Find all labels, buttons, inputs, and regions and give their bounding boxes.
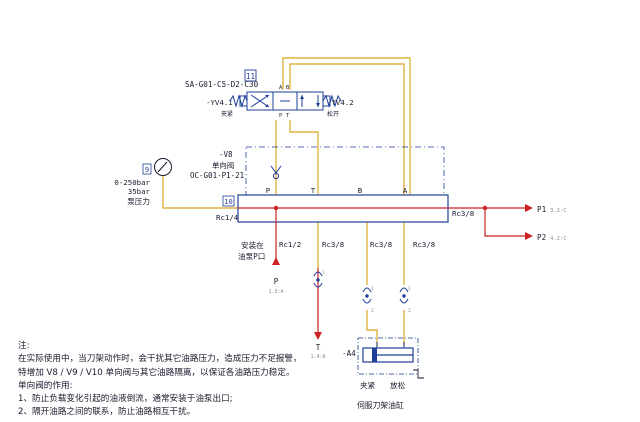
manifold-port-bottom-1: Rc1/2: [279, 240, 301, 249]
note-line: 注:: [18, 341, 30, 351]
coupling-t-number: 1: [322, 270, 325, 276]
cylinder-clamp: 夹紧: [360, 380, 376, 390]
gauge-needle: [157, 161, 168, 173]
note-line: 单向阀的作用:: [18, 380, 73, 391]
cylinder-name: 伺服刀架油缸: [357, 400, 404, 410]
output-p2-sub: 4.2:C: [550, 236, 567, 242]
solenoid-left-cn: 夹紧: [221, 110, 233, 118]
p-line-sub: 1.3:A: [268, 289, 283, 295]
coupling-a: [399, 287, 409, 304]
coupling-b-number-bottom: 2: [371, 308, 374, 314]
manifold-number-box: [222, 195, 235, 207]
manifold-right-port: Rc3/8: [452, 209, 474, 218]
arrow-p-up: [272, 257, 280, 265]
note-line: 1、防止负载变化引起的油液倒流，通常安装于油泵出口;: [18, 394, 233, 405]
output-p1-label: P1: [537, 205, 547, 214]
junction-dot-1: [273, 205, 279, 211]
pressure-p2: [484, 208, 525, 237]
junction-dot-2: [482, 205, 488, 211]
manifold-port-top-b: B: [358, 186, 363, 195]
output-p1-sub: 3.2:C: [550, 208, 567, 214]
manifold-port-bottom-4: Rc3/8: [413, 240, 435, 249]
oil-line-t: [289, 120, 319, 195]
oil-line-gauge: [162, 176, 238, 209]
notes-block: 注: 在实际使用中，当刀架动作时，会干扰其它油路压力，造成压力不足报警， 特增加…: [18, 340, 318, 420]
cylinder-piston: [372, 348, 377, 362]
manifold-port-bottom-3: Rc3/8: [370, 240, 392, 249]
coupling-b-number-top: 1: [371, 286, 374, 292]
note-line: 特增加 V8 / V9 / V10 单向阀与其它油路隔离，以保证各油路压力稳定。: [18, 367, 295, 378]
pressure-arrows: [272, 204, 533, 340]
manifold-port-bottom-2: Rc3/8: [322, 240, 344, 249]
gauge-number-box: [142, 163, 152, 175]
valve-model: SA-G01-C5-D2-C30: [185, 80, 259, 89]
coupling-a-number-bottom: 2: [408, 308, 411, 314]
gauge-name: 泵压力: [127, 196, 150, 206]
arrow-t-down: [314, 332, 322, 340]
gauge-setting: 35bar: [128, 187, 151, 196]
p-line-label: P: [274, 277, 279, 286]
gauge-number: 9: [145, 166, 149, 174]
solenoid-left-label: -YV4.1: [206, 98, 233, 107]
cylinder-outline: [357, 337, 419, 375]
oil-line-b: [289, 63, 405, 195]
check-valve-tag: -V8: [219, 150, 233, 159]
directional-valve: [229, 91, 342, 111]
check-valve-enclosure: [245, 146, 445, 196]
check-valve-symbol: [270, 165, 282, 180]
coupling-a-number-top: 1: [408, 286, 411, 292]
valve-number-box: [244, 69, 257, 82]
manifold-port-top-a: A: [403, 186, 408, 195]
valve-number: 11: [246, 72, 255, 81]
gauge-range: 0-250bar: [114, 178, 150, 187]
cylinder-tag: -A4: [342, 349, 356, 358]
output-p2-label: P2: [537, 233, 546, 242]
t-line-label: T: [316, 343, 321, 352]
coupling-b: [362, 287, 372, 304]
valve-port-t: T: [286, 113, 290, 119]
check-valve-name: 单向阀: [212, 161, 234, 170]
valve-port-b: B: [286, 85, 290, 91]
note-line: 2、隔开油路之间的联系，防止油路相互干扰。: [18, 407, 196, 418]
arrow-p1: [525, 204, 533, 212]
coupling-t: [313, 271, 323, 288]
valve-arrowheads: [265, 95, 320, 107]
manifold-install-note-1: 安装在: [241, 240, 264, 250]
oil-line-cyl-b: [366, 310, 378, 347]
note-line: 在实际使用中，当刀架动作时，会干扰其它油路压力，造成压力不足报警，: [18, 354, 302, 365]
valve-port-p: P: [279, 113, 283, 119]
solenoid-right-cn: 松开: [327, 110, 339, 118]
manifold-port-top-p: P: [266, 186, 271, 195]
t-line-sub: 1.4:A: [310, 354, 325, 360]
check-valve-model: OC-G01-P1-21: [190, 171, 244, 180]
solenoid-right-label: -YV4.2: [327, 98, 354, 107]
arrow-p2: [525, 232, 533, 240]
oil-line-a: [282, 57, 411, 195]
manifold-number: 10: [224, 198, 232, 206]
manifold-left-port: Rc1/4: [216, 213, 239, 222]
pressure-lines: [238, 207, 525, 332]
valve-port-a: A: [279, 85, 283, 91]
cylinder-exhaust: [413, 369, 424, 379]
manifold-install-note-2: 油泵P口: [238, 251, 265, 261]
oil-lines: [162, 57, 411, 347]
cylinder-release: 放松: [390, 380, 406, 390]
manifold-port-top-t: T: [311, 186, 316, 195]
